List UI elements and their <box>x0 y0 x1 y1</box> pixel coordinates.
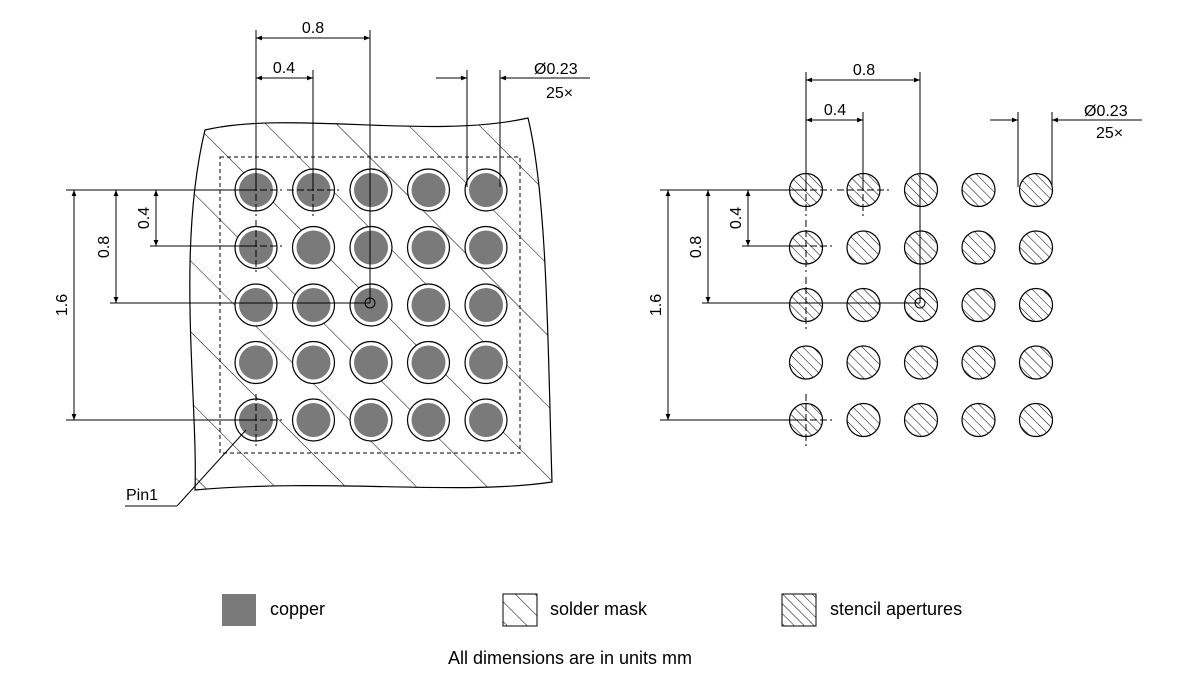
units-footnote: All dimensions are in units mm <box>448 648 692 668</box>
dim-top-narrow-right: 0.4 <box>824 102 846 119</box>
stencil-aperture <box>1018 172 1054 208</box>
copper-pad <box>234 225 278 270</box>
stencil-grid <box>780 164 1054 446</box>
dim-left-inner-right: 0.4 <box>728 207 745 229</box>
dim-count-right: 25× <box>1096 125 1123 142</box>
stencil-aperture <box>961 287 996 323</box>
copper-pad <box>349 225 393 270</box>
legend-label-copper: copper <box>270 599 325 619</box>
copper-pad <box>291 340 336 385</box>
copper-pad <box>406 168 451 212</box>
copper-pad <box>406 340 451 385</box>
copper-pad <box>349 398 393 442</box>
copper-pad <box>234 340 278 385</box>
copper-pad <box>291 283 336 327</box>
stencil-aperture <box>1018 345 1054 380</box>
pad-grid <box>230 164 508 446</box>
stencil-aperture <box>846 287 881 323</box>
stencil-aperture <box>961 172 996 208</box>
dim-left-outer: 1.6 <box>54 294 71 316</box>
copper-pad <box>464 168 508 212</box>
dim-count: 25× <box>546 85 573 102</box>
copper-pad <box>464 225 508 270</box>
legend-swatch-solder-mask <box>502 593 538 627</box>
dim-left-outer-right: 1.6 <box>648 294 665 316</box>
left-view: 0.8 0.4 Ø0.23 25× 1.6 0.8 0.4 Pin1 <box>54 20 590 507</box>
dim-top-narrow: 0.4 <box>273 60 295 77</box>
stencil-aperture <box>1018 230 1054 265</box>
legend-label-solder-mask: solder mask <box>550 599 648 619</box>
stencil-aperture <box>903 402 939 438</box>
stencil-aperture <box>788 345 824 380</box>
stencil-aperture <box>903 172 939 208</box>
copper-pad <box>234 283 278 327</box>
dim-left-mid: 0.8 <box>96 236 113 258</box>
pin1-label: Pin1 <box>126 487 158 504</box>
dim-top-wide-right: 0.8 <box>853 62 875 79</box>
dim-left-inner: 0.4 <box>136 207 153 229</box>
copper-pad <box>406 398 451 442</box>
legend-label-stencil: stencil apertures <box>830 599 962 619</box>
dim-diameter: Ø0.23 <box>534 61 578 78</box>
stencil-aperture <box>903 345 939 380</box>
copper-pad <box>291 398 336 442</box>
legend: copper solder mask stencil apertures <box>222 593 962 627</box>
stencil-aperture <box>846 345 881 380</box>
legend-swatch-copper <box>222 594 256 626</box>
stencil-aperture <box>961 402 996 438</box>
copper-pad <box>349 340 393 385</box>
copper-pad <box>406 283 451 327</box>
dim-diameter-right: Ø0.23 <box>1084 103 1128 120</box>
copper-pad <box>349 283 393 327</box>
stencil-aperture <box>903 230 939 265</box>
stencil-aperture <box>1018 287 1054 323</box>
copper-pad <box>464 340 508 385</box>
copper-pad <box>406 225 451 270</box>
stencil-aperture <box>903 287 939 323</box>
right-view: 0.8 0.4 Ø0.23 25× 1.6 0.8 0.4 <box>648 62 1142 446</box>
copper-pad <box>464 283 508 327</box>
stencil-aperture <box>961 345 996 380</box>
dim-left-mid-right: 0.8 <box>688 236 705 258</box>
legend-swatch-stencil <box>781 593 817 627</box>
copper-pad <box>464 398 508 442</box>
stencil-aperture <box>846 230 881 265</box>
copper-pad <box>349 168 393 212</box>
stencil-aperture <box>846 402 881 438</box>
stencil-aperture <box>1018 402 1054 438</box>
copper-pad <box>291 225 336 270</box>
dim-top-wide: 0.8 <box>302 20 324 37</box>
stencil-aperture <box>961 230 996 265</box>
